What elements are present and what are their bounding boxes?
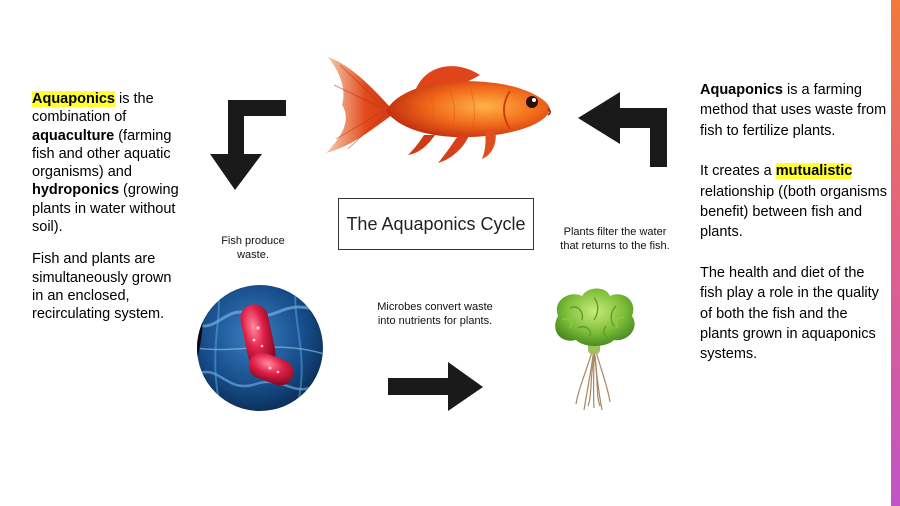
right-text-2a: It creates a (700, 163, 776, 180)
left-paragraph-2: Fish and plants are simultaneously grown… (32, 251, 172, 323)
caption-plants: Plants filter the water that returns to … (560, 226, 670, 253)
caption-microbes: Microbes convert waste into nutrients fo… (377, 301, 493, 328)
left-text-1: is the combination of (32, 91, 154, 126)
caption-fish: Fish produce waste. (221, 235, 285, 262)
right-paragraph-1: Aquaponics is a farming method that uses… (700, 80, 890, 141)
left-description: Aquaponics is the combination of aquacul… (32, 90, 182, 338)
left-paragraph-1: Aquaponics is the combination of aquacul… (32, 90, 182, 236)
left-text-3: (growing plants in water without soil). (32, 182, 179, 236)
return-arrow-icon (578, 92, 667, 167)
left-text-2: (farming fish and other aquatic organism… (32, 127, 172, 181)
lettuce-icon (555, 288, 635, 411)
accent-bar (891, 0, 900, 506)
right-paragraph-3: The health and diet of the fish play a r… (700, 264, 879, 363)
down-arrow-icon (210, 100, 286, 190)
mutualistic-term: mutualistic (775, 163, 853, 180)
right-description: Aquaponics is a farming method that uses… (700, 80, 890, 385)
hydroponics-term: hydroponics (32, 182, 120, 199)
bacteria-icon (197, 285, 323, 411)
aquaponics-term: Aquaponics (32, 91, 115, 107)
right-text-1: is a farming method that uses waste from… (700, 82, 887, 139)
aquaponics-term-right: Aquaponics (700, 82, 783, 98)
right-paragraph-2: It creates a mutualistic relationship ((… (700, 161, 890, 243)
cycle-title: The Aquaponics Cycle (338, 198, 534, 250)
aquaculture-term: aquaculture (32, 127, 115, 144)
right-arrow-icon (388, 362, 483, 411)
goldfish-icon (326, 57, 551, 163)
right-text-2b: relationship ((both organisms benefit) b… (700, 183, 887, 241)
